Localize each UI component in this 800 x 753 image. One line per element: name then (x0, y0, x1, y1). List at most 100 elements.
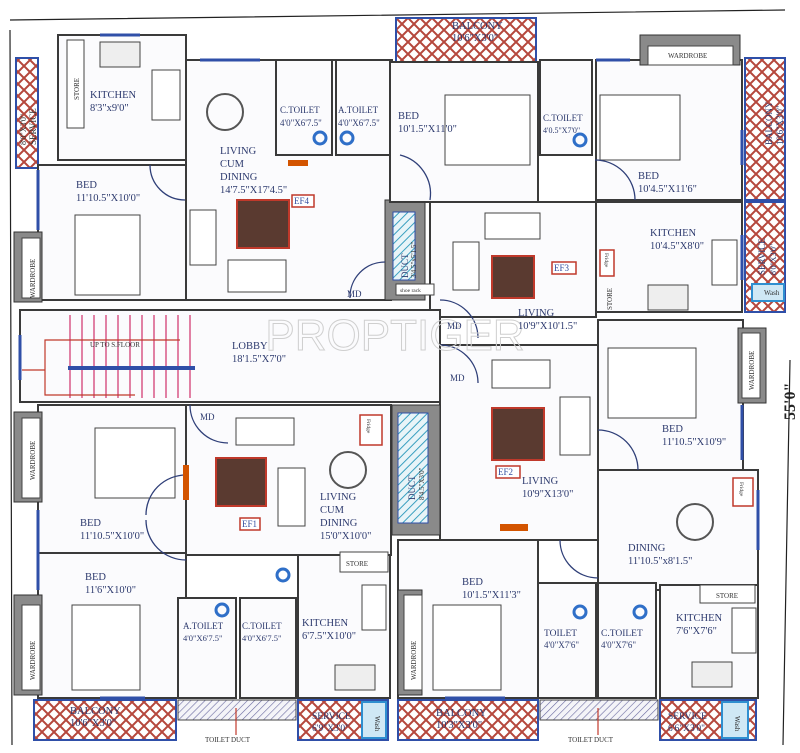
balcony-label: BALCONY (436, 708, 487, 719)
balcony-dim: 10'6"X3'0" (775, 105, 785, 145)
sink-icon (99, 41, 141, 68)
kitchen-label: KITCHEN (90, 90, 136, 101)
wardrobe-label: WARDROBE (29, 259, 37, 298)
dining-table-icon (206, 93, 244, 131)
c-toilet-dim: 4'0"X6'7.5" (242, 633, 282, 643)
washbasin-icon (214, 602, 230, 618)
wardrobe (21, 237, 41, 299)
unit-bottom-right (391, 299, 767, 741)
living-label: LIVING (518, 308, 555, 319)
wardrobe (21, 604, 41, 691)
dining-dim: 11'10.5"x8'1.5" (628, 556, 692, 567)
c-toilet-room (597, 582, 657, 699)
fridge-box (359, 414, 383, 446)
washbasin-icon (632, 604, 648, 620)
washbasin-icon (312, 130, 328, 146)
toilet-duct-label: TOILET DUCT (568, 736, 614, 744)
store-label: STORE (606, 288, 614, 310)
living-label: CUM (320, 505, 345, 516)
living-dim: 15'0"X10'0" (320, 531, 371, 542)
balcony-label: BALCONY (764, 101, 774, 145)
wardrobe-label: WARDROBE (29, 641, 37, 680)
a-toilet-dim: 4'0"X6'7.5" (183, 633, 223, 643)
kitchen-dim: 6'7.5"X10'0" (302, 631, 356, 642)
watermark: PROPTIGER (265, 311, 524, 360)
bed-label: BED (76, 180, 97, 191)
bed-label: BED (462, 577, 483, 588)
bed-icon (94, 427, 176, 499)
lobby-area (19, 309, 441, 403)
toilet-duct-shaft (539, 699, 659, 721)
toilet-duct-shaft (177, 699, 297, 721)
living-dim: 14'7.5"X17'4.5" (220, 185, 287, 196)
balcony-area (744, 57, 786, 201)
c-toilet-label: C.TOILET (242, 621, 282, 631)
duct-label: DUCT (407, 475, 417, 500)
a-toilet-label: A.TOILET (338, 105, 379, 115)
c-toilet-room (539, 59, 593, 156)
store-label: STORE (73, 78, 81, 100)
c-toilet-label: C.TOILET (280, 105, 320, 115)
stairs-label: UP TO S.FLOOR (90, 341, 140, 349)
bed-dim: 11'10.5"X10'0" (80, 531, 144, 542)
sofa-icon (189, 209, 217, 266)
ef-tag: EF1 (242, 519, 257, 529)
wardrobe (403, 594, 423, 691)
service-label: SERVICE (28, 108, 38, 145)
c-toilet-label: C.TOILET (543, 113, 583, 123)
ef-tag: EF2 (498, 467, 513, 477)
fridge-label: Fridge (603, 253, 609, 268)
dining-table-icon (329, 451, 367, 489)
bed-icon (74, 214, 141, 296)
c-toilet-room (239, 597, 297, 699)
rug-icon (491, 255, 535, 299)
bed-icon (607, 347, 697, 419)
rug-icon (215, 457, 267, 507)
fridge-box (732, 477, 754, 507)
duct-label: DUCT (400, 253, 410, 278)
a-toilet-dim: 4'0"X6'7.5" (338, 118, 380, 128)
living-label: LIVING (522, 476, 559, 487)
windows (18, 33, 760, 700)
a-toilet-room (177, 597, 237, 699)
service-label: SERVICE (668, 712, 707, 722)
duct-shaft (397, 412, 429, 524)
bed-icon (599, 94, 681, 161)
bed-label: BED (80, 518, 101, 529)
staircase (69, 315, 191, 398)
bed-icon (71, 604, 141, 691)
balcony-dim: 10'6"X3'0" (452, 33, 498, 44)
wardrobe (21, 417, 41, 499)
toilet-duct-label: TOILET DUCT (205, 736, 251, 744)
balcony-area (395, 17, 537, 63)
bed-dim: 10'1.5"X11'0" (398, 124, 457, 135)
dining-label: DINING (628, 543, 666, 554)
sofa-icon (491, 359, 551, 389)
washbasin-icon (572, 604, 588, 620)
overall-dimension: 55'0" (782, 383, 799, 420)
electrical-panel-icon (500, 524, 528, 531)
sink-icon (334, 664, 376, 691)
wardrobe (647, 45, 734, 66)
store-label: STORE (716, 592, 738, 600)
sofa-icon (452, 241, 480, 291)
service-label: SERVICE (757, 238, 767, 275)
main-door (439, 299, 479, 339)
ef-tag: EF3 (554, 263, 570, 273)
balcony-dim: 10'3"X3'0" (436, 720, 482, 731)
living-label: CUM (220, 159, 245, 170)
wardrobe-label: WARDROBE (668, 52, 707, 60)
sofa-icon (227, 259, 287, 293)
duct-dim: 8'4.5"X3'0" (418, 467, 426, 500)
kitchen-label: KITCHEN (650, 228, 696, 239)
stove-icon (151, 69, 181, 121)
service-dim: 8'0"X3'0" (19, 114, 28, 145)
bed-dim: 10'4.5"X11'6" (638, 184, 697, 195)
rug-icon (236, 199, 290, 249)
balcony-dim: 10'6"X3'0" (70, 718, 116, 729)
lobby-room (19, 309, 441, 403)
c-toilet-dim: 4'0.5"X7'0" (543, 126, 580, 135)
electrical-panel-icon (288, 160, 308, 166)
balcony-area (397, 699, 539, 741)
